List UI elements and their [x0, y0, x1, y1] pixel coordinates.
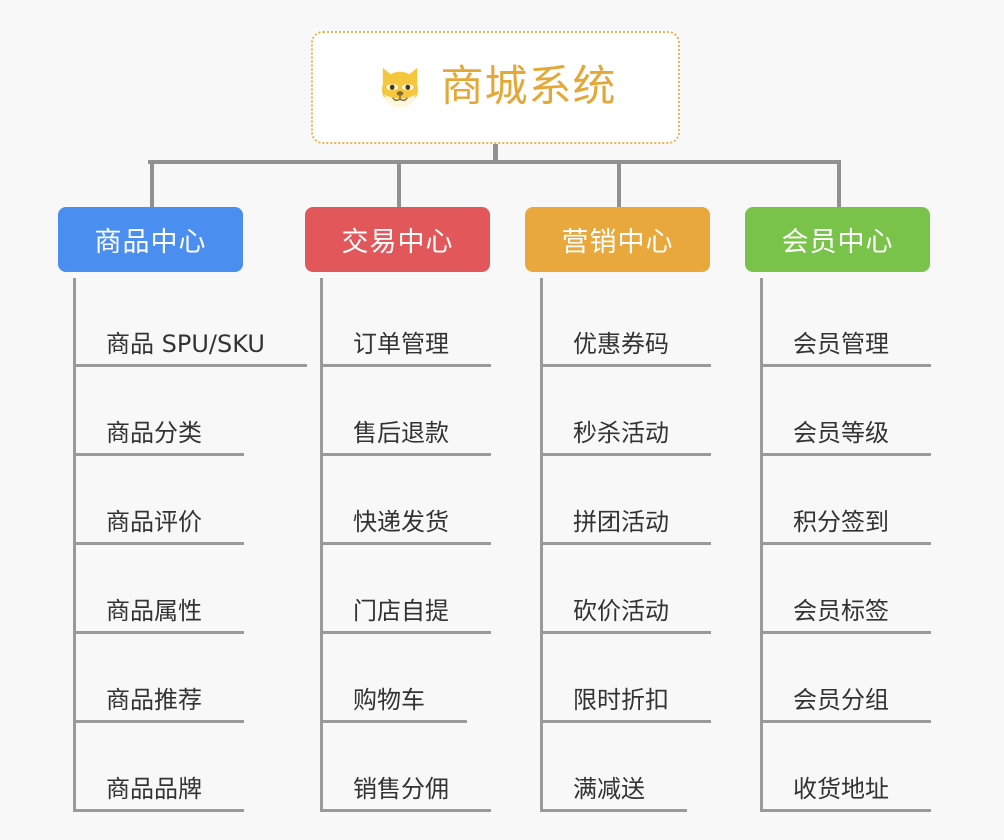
branch-header-label: 商品中心	[94, 227, 207, 258]
connector-stem	[493, 144, 498, 164]
list-item[interactable]: 会员分组	[763, 634, 931, 723]
list-item-label: 订单管理	[323, 332, 491, 367]
list-item[interactable]: 限时折扣	[543, 634, 711, 723]
list-item-label: 砍价活动	[543, 599, 711, 634]
shiba-dog-face-icon	[381, 67, 418, 108]
list-item[interactable]: 商品评价	[76, 456, 244, 545]
branch-item-list: 订单管理售后退款快递发货门店自提购物车销售分佣	[320, 278, 491, 812]
branch-column-product-center: 商品中心商品 SPU/SKU 商品分类商品评价商品属性商品推荐商品品牌	[58, 207, 307, 812]
list-item-label: 购物车	[323, 688, 467, 723]
list-item-label: 拼团活动	[543, 510, 711, 545]
branch-header-trade-center[interactable]: 交易中心	[305, 207, 490, 272]
list-item[interactable]: 拼团活动	[543, 456, 711, 545]
branch-header-product-center[interactable]: 商品中心	[58, 207, 243, 272]
list-item[interactable]: 商品分类	[76, 367, 244, 456]
list-item-label: 积分签到	[763, 510, 931, 545]
list-item-label: 秒杀活动	[543, 421, 711, 456]
list-item-label: 会员管理	[763, 332, 931, 367]
list-item[interactable]: 购物车	[323, 634, 490, 723]
list-item[interactable]: 订单管理	[323, 278, 491, 367]
list-item[interactable]: 会员等级	[763, 367, 931, 456]
list-item[interactable]: 秒杀活动	[543, 367, 711, 456]
list-item[interactable]: 售后退款	[323, 367, 491, 456]
list-item-label: 商品品牌	[76, 777, 244, 812]
connector-bus	[148, 160, 841, 164]
list-item[interactable]: 商品品牌	[76, 723, 244, 812]
branch-header-label: 交易中心	[341, 227, 454, 258]
list-item[interactable]: 门店自提	[323, 545, 491, 634]
list-item-label: 限时折扣	[543, 688, 711, 723]
list-item-label: 会员分组	[763, 688, 931, 723]
list-item-label: 商品评价	[76, 510, 244, 545]
branch-header-marketing-center[interactable]: 营销中心	[525, 207, 710, 272]
list-item[interactable]: 积分签到	[763, 456, 931, 545]
list-item[interactable]: 优惠券码	[543, 278, 711, 367]
list-item[interactable]: 会员标签	[763, 545, 931, 634]
branch-column-member-center: 会员中心会员管理会员等级积分签到会员标签会员分组收货地址	[745, 207, 931, 812]
branch-column-trade-center: 交易中心订单管理售后退款快递发货门店自提购物车销售分佣	[305, 207, 491, 812]
list-item-label: 满减送	[543, 777, 687, 812]
root-node-card[interactable]: 商城系统	[311, 31, 680, 144]
list-item[interactable]: 收货地址	[763, 723, 931, 812]
list-item[interactable]: 销售分佣	[323, 723, 491, 812]
branch-item-list: 优惠券码秒杀活动拼团活动砍价活动限时折扣满减送	[540, 278, 711, 812]
list-item[interactable]: 砍价活动	[543, 545, 711, 634]
list-item[interactable]: 商品 SPU/SKU	[76, 278, 307, 367]
branch-item-list: 会员管理会员等级积分签到会员标签会员分组收货地址	[760, 278, 931, 812]
list-item-label: 售后退款	[323, 421, 491, 456]
connector-drop-marketing-center	[617, 160, 621, 207]
list-item-label: 商品推荐	[76, 688, 244, 723]
list-item[interactable]: 商品推荐	[76, 634, 244, 723]
connector-drop-trade-center	[397, 160, 401, 207]
branch-column-marketing-center: 营销中心优惠券码秒杀活动拼团活动砍价活动限时折扣满减送	[525, 207, 711, 812]
list-item-label: 会员标签	[763, 599, 931, 634]
list-item-label: 商品 SPU/SKU	[76, 332, 307, 367]
list-item[interactable]: 满减送	[543, 723, 710, 812]
list-item-label: 商品分类	[76, 421, 244, 456]
connector-drop-product-center	[150, 160, 154, 207]
list-item[interactable]: 快递发货	[323, 456, 491, 545]
list-item[interactable]: 商品属性	[76, 545, 244, 634]
list-item-label: 商品属性	[76, 599, 244, 634]
branch-header-label: 营销中心	[561, 227, 674, 258]
list-item-label: 收货地址	[763, 777, 931, 812]
branch-header-member-center[interactable]: 会员中心	[745, 207, 930, 272]
branch-header-label: 会员中心	[781, 227, 894, 258]
list-item-label: 优惠券码	[543, 332, 711, 367]
branch-item-list: 商品 SPU/SKU 商品分类商品评价商品属性商品推荐商品品牌	[73, 278, 307, 812]
list-item-label: 会员等级	[763, 421, 931, 456]
root-node-title: 商城系统	[440, 62, 617, 112]
list-item-label: 门店自提	[323, 599, 491, 634]
connector-drop-member-center	[837, 160, 841, 207]
list-item-label: 快递发货	[323, 510, 491, 545]
list-item[interactable]: 会员管理	[763, 278, 931, 367]
list-item-label: 销售分佣	[323, 777, 491, 812]
